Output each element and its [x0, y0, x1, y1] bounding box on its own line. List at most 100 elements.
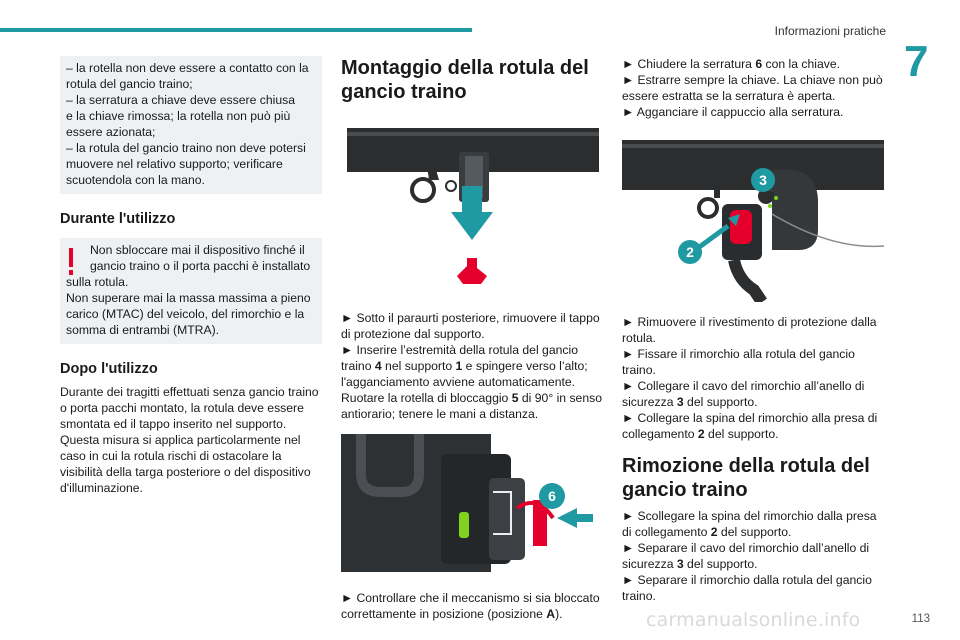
note-line: scuotendola con la mano. [66, 173, 205, 187]
page-number: 113 [911, 613, 930, 625]
step-line: di protezione dal supporto. [341, 327, 485, 341]
locking-wheel-illustration: 6 [341, 434, 593, 572]
callout-6: 6 [548, 488, 556, 504]
ref-number: 3 [676, 395, 684, 409]
note-line: muovere nel relativo supporto; verificar… [66, 157, 283, 171]
ref-number: 2 [697, 427, 705, 441]
step-line: traino. [622, 589, 656, 603]
column-2: Montaggio della rotula del gancio traino… [341, 56, 603, 622]
removal-steps: ► Scollegare la spina del rimorchio dall… [622, 508, 884, 604]
text-fragment: del supporto. [683, 395, 758, 409]
checklist-note: – la rotella non deve essere a contatto … [60, 56, 322, 194]
paragraph-line: caso in cui la rotula rischi di ostacola… [60, 449, 282, 463]
after-use-paragraph: Durante dei tragitti effettuati senza ga… [60, 384, 322, 496]
text-fragment: del supporto. [683, 557, 758, 571]
paragraph-line: Questa misura si applica particolarmente… [60, 433, 301, 447]
note-line: – la serratura a chiave deve essere chiu… [66, 93, 295, 107]
header-accent-bar [0, 28, 472, 32]
section-title: Informazioni pratiche [774, 24, 886, 38]
chapter-number: 7 [904, 37, 929, 86]
mounting-steps-a: ► Sotto il paraurti posteriore, rimuover… [341, 310, 603, 422]
step-line: traino. [622, 363, 656, 377]
figure-trailer-connection: 2 3 [622, 140, 884, 302]
paragraph-line: smontata ed il tappo inserito nel suppor… [60, 417, 287, 431]
text-fragment: ). [555, 607, 563, 621]
ref-number: 4 [374, 359, 382, 373]
step-line: ► Estrarre sempre la chiave. La chiave n… [622, 73, 883, 87]
step-line: ► Scollegare la spina del rimorchio dall… [622, 509, 877, 523]
step-line: ► Separare il rimorchio dalla rotula del… [622, 573, 872, 587]
text-fragment: di collegamento [622, 525, 711, 539]
step-line: ► Inserire l’estremità della rotula del … [341, 343, 578, 357]
figure-towbar-cap [341, 118, 603, 296]
heading-line: gancio traino [622, 479, 748, 501]
warning-exclamation-icon [69, 248, 73, 275]
ref-number: 5 [511, 391, 519, 405]
text-fragment: con la chiave. [762, 57, 841, 71]
heading-removal: Rimozione della rotula del gancio traino [622, 454, 884, 502]
step-line: ► Agganciare il cappuccio alla serratura… [622, 105, 844, 119]
text-fragment: traino [341, 359, 375, 373]
callout-3: 3 [759, 172, 767, 188]
step-line: ► Collegare la spina del rimorchio alla … [622, 411, 878, 425]
warning-box: Non sbloccare mai il dispositivo finché … [60, 238, 322, 344]
paragraph-line: visibilità della targa posteriore o del … [60, 465, 311, 479]
text-fragment: del supporto. [704, 427, 779, 441]
text-fragment: e spingere verso l’alto; [462, 359, 588, 373]
step-line: sicurezza 3 del supporto. [622, 394, 884, 410]
step-line: antiorario; tenere le mani a distanza. [341, 407, 539, 421]
warning-line: Non sbloccare mai il dispositivo finché … [90, 243, 305, 257]
warning-line: gancio traino o il porta pacchi è instal… [90, 259, 311, 273]
step-line: ► Chiudere la serratura 6 con la chiave. [622, 56, 884, 72]
paragraph-line: o porta pacchi montato, la rotula deve e… [60, 401, 304, 415]
heading-after-use: Dopo l'utilizzo [60, 361, 158, 377]
heading-line: Montaggio della rotula del [341, 57, 589, 79]
paragraph-line: Durante dei tragitti effettuati senza ga… [60, 385, 319, 399]
ref-letter: A [546, 607, 556, 621]
text-fragment: collegamento [622, 427, 698, 441]
figure-locking-wheel: 6 [341, 434, 603, 572]
text-fragment: sicurezza [622, 395, 677, 409]
mounting-steps-b: ► Controllare che il meccanismo si sia b… [341, 590, 603, 622]
note-line: essere azionata; [66, 125, 156, 139]
paragraph-line: d'illuminazione. [60, 481, 143, 495]
note-line: – la rotula del gancio traino non deve p… [66, 141, 306, 155]
step-line: sicurezza 3 del supporto. [622, 556, 884, 572]
text-fragment: correttamente in posizione (posizione [341, 607, 547, 621]
column-1: – la rotella non deve essere a contatto … [60, 56, 322, 496]
ref-number: 3 [676, 557, 684, 571]
trailer-steps: ► Rimuovere il rivestimento di protezion… [622, 314, 884, 442]
text-fragment: Ruotare la rotella di bloccaggio [341, 391, 512, 405]
step-line: ► Collegare il cavo del rimorchio all’an… [622, 379, 865, 393]
column-3: ► Chiudere la serratura 6 con la chiave.… [622, 56, 884, 604]
step-line: ► Rimuovere il rivestimento di protezion… [622, 315, 877, 329]
text-fragment: nel supporto [381, 359, 456, 373]
watermark-text: carmanualsonline.info [646, 609, 861, 631]
heading-line: Rimozione della rotula del [622, 455, 870, 477]
step-line: essere estratta se la serratura è aperta… [622, 89, 836, 103]
towbar-cap-illustration [347, 128, 599, 284]
text-fragment: di 90° in senso [518, 391, 602, 405]
warning-line: somma di entrambi (MTRA). [66, 323, 220, 337]
step-line: ► Fissare il rimorchio alla rotula del g… [622, 347, 855, 361]
trailer-connection-illustration: 2 3 [622, 140, 884, 302]
text-fragment: sicurezza [622, 557, 677, 571]
step-line: traino 4 nel supporto 1 e spingere verso… [341, 358, 603, 374]
note-line: rotula del gancio traino; [66, 77, 193, 91]
step-line: ► Separare il cavo del rimorchio dall’an… [622, 541, 870, 555]
step-line: Ruotare la rotella di bloccaggio 5 di 90… [341, 390, 603, 406]
heading-line: gancio traino [341, 81, 467, 103]
step-line: di collegamento 2 del supporto. [622, 524, 884, 540]
warning-line: carico (MTAC) del veicolo, del rimorchio… [66, 307, 305, 321]
ref-number: 1 [455, 359, 463, 373]
step-line: ► Sotto il paraurti posteriore, rimuover… [341, 311, 600, 325]
heading-mounting: Montaggio della rotula del gancio traino [341, 56, 603, 104]
warning-line: sulla rotula. [66, 275, 129, 289]
text-fragment: del supporto. [717, 525, 792, 539]
text-fragment: ► Chiudere la serratura [622, 57, 756, 71]
lock-steps: ► Chiudere la serratura 6 con la chiave.… [622, 56, 884, 120]
callout-2: 2 [686, 244, 694, 260]
heading-during-use: Durante l'utilizzo [60, 211, 176, 227]
note-line: e la chiave rimossa; la rotella non può … [66, 109, 291, 123]
step-line: l'agganciamento avviene automaticamente. [341, 375, 576, 389]
